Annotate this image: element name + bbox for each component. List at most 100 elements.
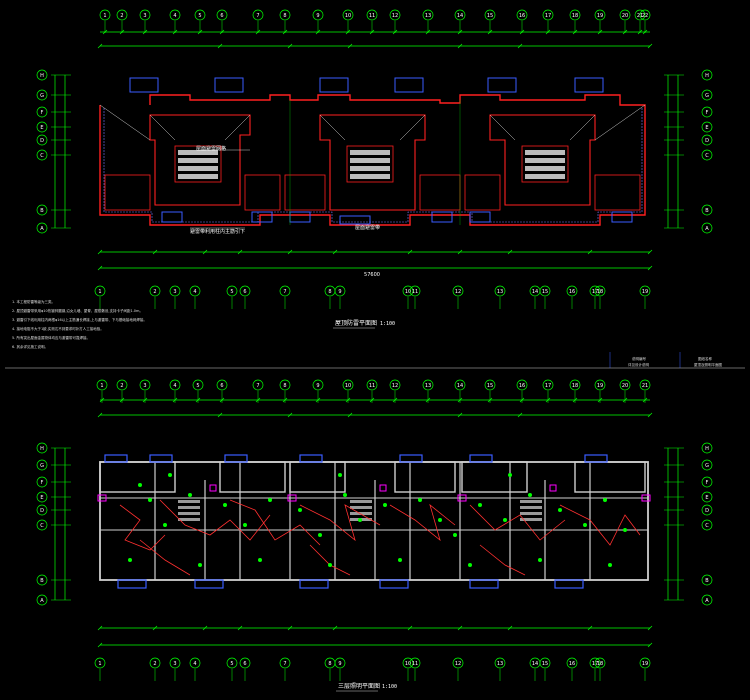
axis-bubble [252, 379, 264, 391]
row-bubble [36, 89, 48, 101]
axis-bubble [279, 379, 291, 391]
axis-bubble [169, 9, 181, 21]
light-fixture [558, 508, 562, 512]
axis-bubble [409, 285, 421, 297]
axis-number: 19 [597, 13, 603, 19]
axis-number: 1 [103, 13, 106, 19]
dim-tick [287, 43, 293, 49]
axis-number: 8 [283, 13, 286, 19]
light-fixture [608, 563, 612, 567]
axis-number: 12 [455, 289, 461, 295]
axis-bubble [619, 379, 631, 391]
row-bubble [36, 204, 48, 216]
axis-number: 15 [487, 13, 493, 19]
dim-tick [647, 642, 653, 648]
dim-tick [517, 43, 523, 49]
row-bubble [701, 222, 713, 234]
dim-tick [217, 412, 223, 418]
axis-bubble [239, 285, 251, 297]
dim-tick [332, 249, 338, 255]
row-bubble [701, 89, 713, 101]
dim-tick [97, 249, 103, 255]
dim-tick [287, 625, 293, 631]
axis-bubble [422, 9, 434, 21]
row-bubble [36, 222, 48, 234]
row-letter: B [40, 208, 44, 214]
row-bubble [36, 459, 48, 471]
axis-bubble [484, 379, 496, 391]
title-block-left-value: 详见设计说明 [628, 362, 649, 367]
light-fixture [468, 563, 472, 567]
axis-bubble [569, 379, 581, 391]
axis-bubble [94, 657, 106, 669]
light-fixture [438, 518, 442, 522]
row-bubble [36, 491, 48, 503]
axis-bubble [366, 379, 378, 391]
row-letter: F [41, 110, 44, 116]
dim-tick [97, 642, 103, 648]
lp-top-dim-2 [97, 412, 653, 418]
light-fixture [623, 528, 627, 532]
axis-bubble [149, 285, 161, 297]
light-fixture [338, 473, 342, 477]
lp-bottom-dim-2 [97, 642, 653, 648]
roof-plan-title: 屋顶防雷平面图 [335, 319, 377, 327]
axis-number: 10 [405, 289, 411, 295]
dim-tick [287, 412, 293, 418]
axis-number: 8 [328, 289, 331, 295]
light-fixture [418, 498, 422, 502]
axis-bubble [516, 9, 528, 21]
light-fixture [258, 558, 262, 562]
axis-number: 1 [100, 383, 103, 389]
lp-bottom-dim-1 [97, 625, 653, 631]
axis-number: 6 [243, 289, 246, 295]
axis-bubble [226, 657, 238, 669]
axis-number: 1 [98, 661, 101, 667]
axis-number: 22 [642, 13, 648, 19]
row-bubble [36, 121, 48, 133]
axis-number: 6 [220, 13, 223, 19]
row-letter: C [40, 523, 44, 529]
dim-tick [647, 43, 653, 49]
row-letter: G [705, 463, 709, 469]
row-bubble [36, 442, 48, 454]
axis-bubble [516, 379, 528, 391]
axis-number: 7 [283, 661, 286, 667]
axis-bubble [402, 285, 414, 297]
axis-number: 10 [345, 383, 351, 389]
axis-number: 16 [519, 383, 525, 389]
title-block: 说明编号 详见设计说明 图纸名称 屋顶及照明平面图 [5, 352, 745, 369]
dim-tick [647, 625, 653, 631]
axis-number: 14 [532, 661, 538, 667]
row-bubble [701, 594, 713, 606]
dim-tick [332, 625, 338, 631]
roof-plan-scale: 1:100 [380, 321, 395, 327]
light-fixture [528, 493, 532, 497]
row-letter: B [705, 208, 709, 214]
axis-number: 3 [173, 661, 176, 667]
axis-number: 14 [532, 289, 538, 295]
light-fixture [168, 473, 172, 477]
axis-bubble [239, 657, 251, 669]
axis-bubble [216, 379, 228, 391]
axis-number: 12 [392, 13, 398, 19]
axis-number: 18 [572, 13, 578, 19]
lp-top-dim-1 [99, 397, 650, 403]
dim-tick [587, 249, 593, 255]
axis-number: 5 [230, 661, 233, 667]
row-letter: C [40, 153, 44, 159]
axis-bubble [452, 657, 464, 669]
row-letter: G [705, 93, 709, 99]
row-bubble [701, 574, 713, 586]
axis-bubble [312, 379, 324, 391]
light-fixture [453, 533, 457, 537]
axis-number: 12 [455, 661, 461, 667]
axis-bubble [342, 9, 354, 21]
axis-bubble [639, 285, 651, 297]
axis-bubble [454, 379, 466, 391]
row-letter: F [706, 110, 709, 116]
dim-tick [287, 249, 293, 255]
